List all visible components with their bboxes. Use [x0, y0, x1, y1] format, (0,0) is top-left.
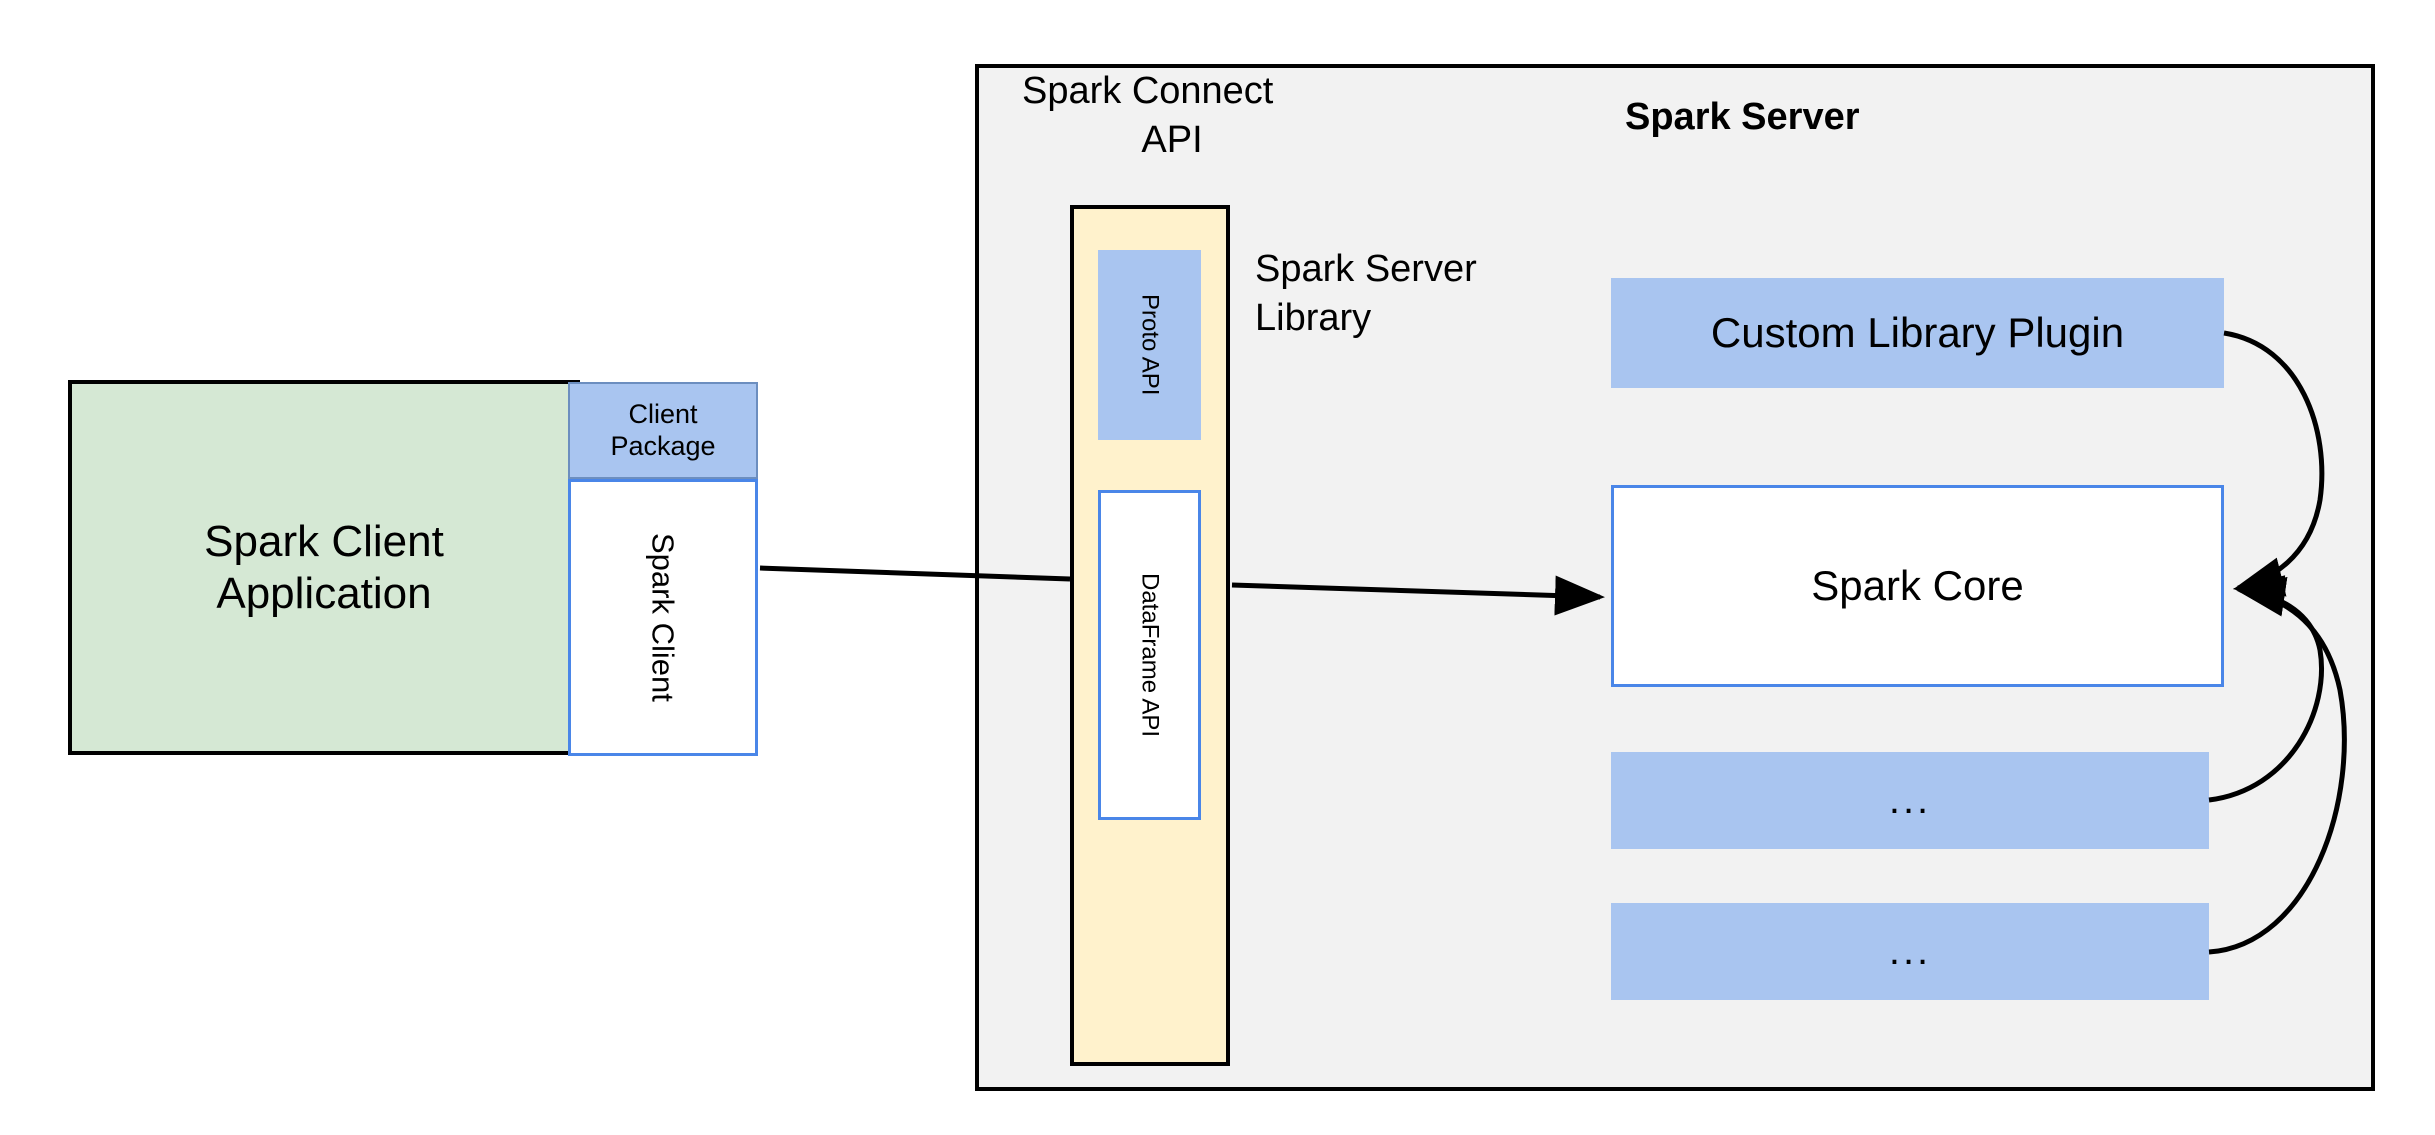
- dataframe-api-label: DataFrame API: [1136, 572, 1164, 738]
- server-library-line2: Library: [1255, 297, 1372, 340]
- client-package-box[interactable]: Client Package: [568, 382, 758, 479]
- spark-core-box[interactable]: Spark Core: [1611, 485, 2224, 687]
- spark-core-label: Spark Core: [1811, 562, 2024, 610]
- spark-client-box[interactable]: Spark Client: [568, 479, 758, 756]
- server-library-line1: Spark Server: [1255, 248, 1477, 290]
- ellipsis-box-1[interactable]: ...: [1611, 752, 2209, 849]
- ellipsis-label-2: ...: [1888, 928, 1932, 973]
- spark-connect-api-label: Spark Connect API: [1022, 67, 1322, 177]
- dataframe-api-vertical-text-wrap: DataFrame API: [1101, 493, 1198, 817]
- client-package-label: Client Package: [610, 399, 715, 463]
- connect-api-line2: API: [1141, 118, 1203, 161]
- connect-api-line1: Spark Connect: [1022, 70, 1274, 112]
- spark-server-title: Spark Server: [1625, 96, 1860, 138]
- spark-server-library-label: Spark Server Library: [1255, 245, 1585, 355]
- app-label-line1: Spark Client: [204, 516, 444, 566]
- ellipsis-label-1: ...: [1888, 777, 1932, 822]
- custom-library-plugin-box[interactable]: Custom Library Plugin: [1611, 278, 2224, 388]
- custom-library-plugin-label: Custom Library Plugin: [1710, 309, 2125, 357]
- client-package-line2: Package: [610, 430, 716, 461]
- ellipsis-box-2[interactable]: ...: [1611, 903, 2209, 1000]
- dataframe-api-box[interactable]: DataFrame API: [1098, 490, 1201, 820]
- proto-api-vertical-text-wrap: Proto API: [1098, 250, 1201, 440]
- proto-api-box[interactable]: Proto API: [1098, 250, 1201, 440]
- spark-client-vertical-text-wrap: Spark Client: [571, 482, 755, 753]
- proto-api-label: Proto API: [1136, 294, 1164, 396]
- client-package-line1: Client: [628, 398, 698, 429]
- spark-client-application-box[interactable]: Spark Client Application: [68, 380, 580, 755]
- spark-client-label: Spark Client: [645, 533, 681, 702]
- spark-client-application-label: Spark Client Application: [204, 516, 444, 620]
- app-label-line2: Application: [216, 568, 432, 618]
